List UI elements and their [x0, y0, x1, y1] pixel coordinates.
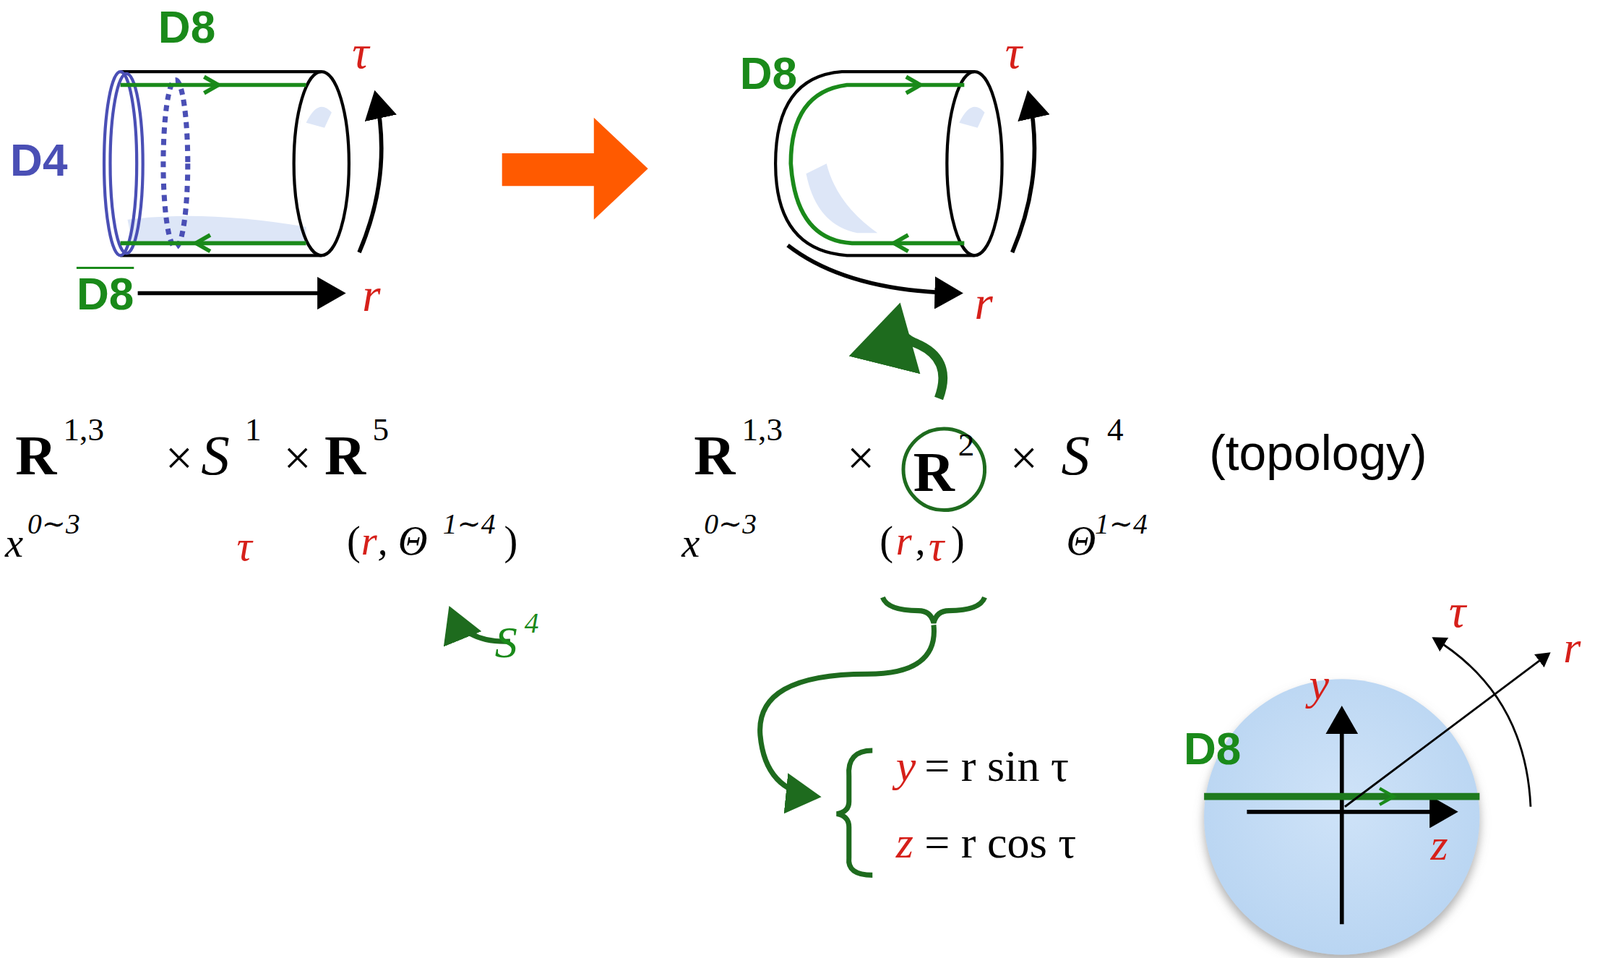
label: 4 [524, 609, 540, 639]
circled-factor: R2 [901, 426, 988, 513]
label: R [324, 426, 366, 484]
label: r [362, 271, 381, 319]
label: 0∼3 [703, 510, 757, 540]
label: S [495, 619, 518, 665]
label: τ [351, 28, 369, 76]
label: × [165, 433, 193, 483]
label: τ [1005, 28, 1022, 76]
label: r [1563, 624, 1581, 670]
label: 4 [1107, 413, 1124, 446]
cylinder-before [104, 71, 382, 293]
label: D8 [740, 51, 798, 97]
label: 1∼4 [1094, 510, 1148, 540]
label: × [846, 433, 875, 483]
label: z [1430, 821, 1449, 867]
transition-arrow [502, 117, 649, 220]
label: , [915, 520, 926, 561]
label: τ [237, 524, 253, 568]
label: , Θ [377, 520, 428, 561]
label: S [200, 426, 230, 484]
label: R [15, 426, 57, 484]
label: 1∼4 [442, 510, 496, 540]
label: S [1060, 426, 1090, 484]
label: y [1309, 661, 1330, 707]
label: τ [1448, 587, 1466, 635]
label: D4 [10, 138, 68, 183]
label: x [5, 522, 24, 563]
label: D8 [1183, 726, 1241, 772]
node-text: R [913, 442, 955, 501]
label: 5 [372, 413, 389, 446]
cigar-after [775, 71, 1035, 399]
node-text: 2 [958, 428, 975, 462]
label: = r cos τ [924, 819, 1077, 865]
label: = r sin τ [924, 742, 1069, 788]
label: ( [346, 520, 361, 561]
label: Θ [1066, 520, 1097, 561]
label: ) [504, 520, 519, 561]
label: D8 [76, 271, 134, 317]
label: ) [951, 520, 965, 561]
label: D8 [158, 5, 216, 50]
label: x [681, 522, 700, 563]
label: y [896, 742, 917, 788]
label: 1,3 [742, 413, 783, 446]
label: r [974, 279, 993, 327]
disk-figure [1203, 638, 1549, 955]
label: 1,3 [63, 413, 105, 446]
label: ( [879, 520, 894, 561]
label: × [1010, 433, 1038, 483]
label: z [896, 819, 914, 865]
label: 0∼3 [27, 510, 81, 540]
label: r [361, 520, 378, 561]
label: (topology) [1209, 428, 1427, 478]
label: r [896, 520, 913, 561]
label: R [693, 426, 735, 484]
label: 1 [244, 413, 262, 446]
label: × [284, 433, 312, 483]
label: τ [928, 524, 944, 568]
